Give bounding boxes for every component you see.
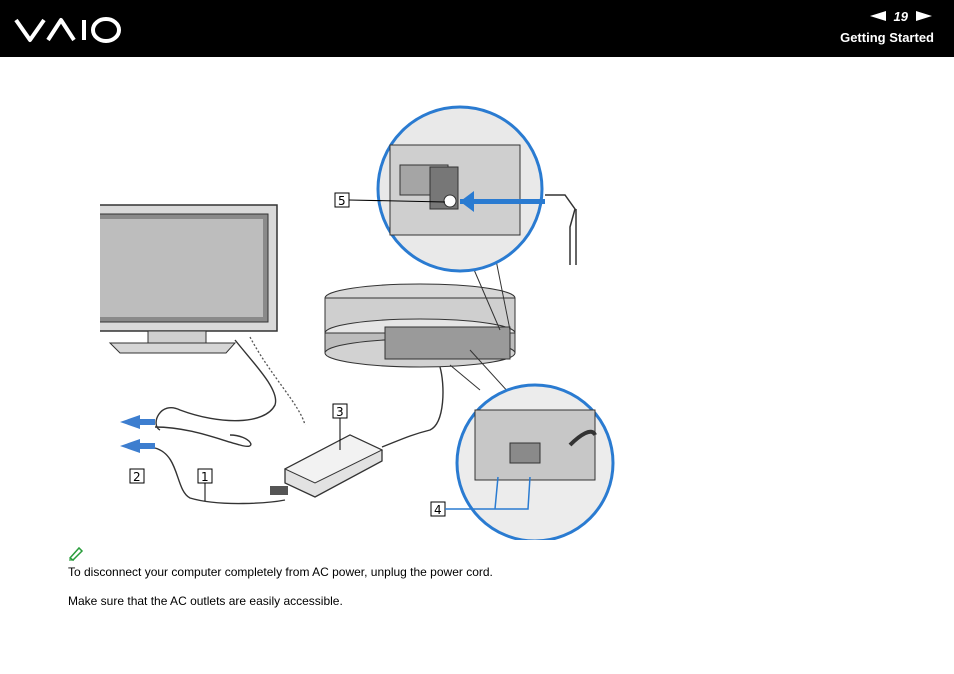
vaio-logo	[14, 17, 121, 43]
pencil-note-icon	[68, 546, 84, 561]
page-header: 19 Getting Started	[0, 0, 954, 57]
callout-5: 5	[338, 194, 346, 208]
previous-page-icon[interactable]	[869, 11, 886, 21]
connection-illustration: 5 3 2 1 4	[100, 105, 615, 540]
next-page-icon[interactable]	[916, 11, 932, 21]
hdmi-port-detail	[455, 383, 615, 540]
outlet-arrow-icon	[120, 439, 155, 453]
note-text: To disconnect your computer completely f…	[68, 565, 493, 579]
outlet-arrow-icon	[120, 415, 155, 429]
callout-2: 2	[133, 470, 141, 484]
note-text: Make sure that the AC outlets are easily…	[68, 594, 343, 608]
power-port-detail	[376, 105, 545, 273]
computer-icon	[324, 283, 516, 368]
callout-3: 3	[336, 405, 344, 419]
tv-icon	[100, 204, 278, 354]
page-number: 19	[893, 8, 908, 24]
callout-1: 1	[201, 470, 209, 484]
ac-adapter-icon	[270, 434, 384, 498]
page-navigation: 19	[869, 6, 932, 26]
section-title: Getting Started	[840, 30, 934, 45]
callout-4: 4	[434, 503, 442, 517]
